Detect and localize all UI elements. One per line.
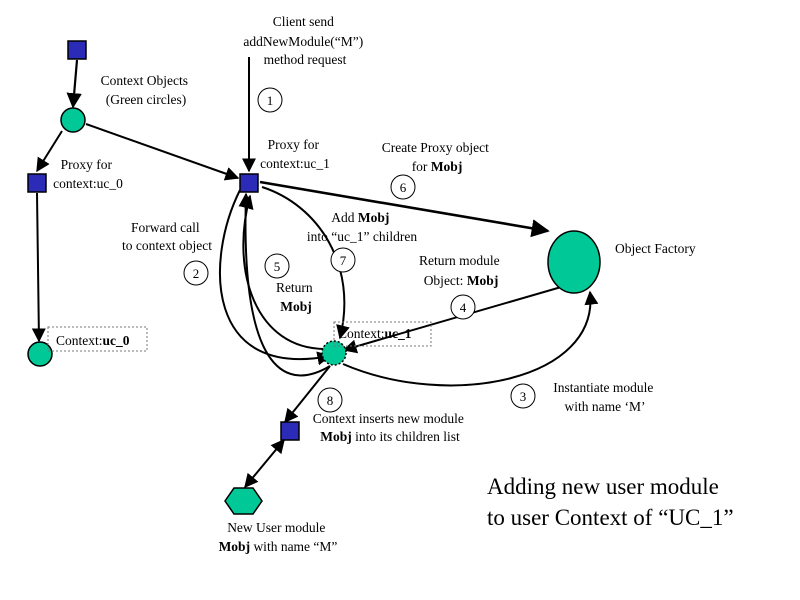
arrow-forward-call [219, 189, 332, 366]
return-mobj-label: Return Mobj [276, 280, 316, 314]
forward-call-label: Forward call to context object [122, 220, 212, 253]
instantiate-module-label: Instantiate module with name ‘M’ [553, 380, 656, 414]
step-4-number: 4 [460, 300, 467, 315]
arrow-instantiate-module [342, 290, 599, 387]
context-uc0-label: Context:uc_0 [56, 333, 130, 348]
diagram-title: Adding new user module to user Context o… [487, 474, 734, 530]
context-uc1-label-box [333, 321, 432, 347]
proxy-uc1-square [239, 173, 259, 193]
step-4-marker: 4 [450, 294, 476, 320]
arrow-proxy-uc1-to-object-factory [259, 180, 550, 238]
labels: Client send addNewModule(“M”) method req… [53, 14, 733, 554]
arrow-insert-square-to-new-module [244, 438, 285, 489]
arrow-add-mobj [261, 186, 350, 340]
step-8-number: 8 [327, 393, 334, 408]
step-3-number: 3 [520, 389, 527, 404]
client-send-label: Client send addNewModule(“M”) method req… [243, 14, 366, 67]
arrow-forward-start [238, 192, 331, 377]
step-markers: 1 2 3 4 5 6 7 8 [183, 87, 536, 413]
context-uc1-label: Context:uc_1 [338, 326, 412, 341]
context-uc1-circle [321, 340, 347, 366]
new-user-module-hexagon [224, 487, 263, 515]
create-proxy-label: Create Proxy object for Mobj [382, 140, 493, 174]
arrow-context-uc1-to-insert-square [284, 365, 331, 424]
object-factory-ellipse [547, 230, 601, 294]
arrow-top-square-to-context-circle [66, 59, 82, 109]
step-5-number: 5 [274, 259, 281, 274]
context-objects-label: Context Objects (Green circles) [101, 73, 192, 107]
proxy-uc0-square [27, 173, 47, 193]
step-1-marker: 1 [257, 87, 283, 113]
context-uc0-circle [27, 341, 53, 367]
new-user-module-label: New User module Mobj with name “M” [219, 520, 338, 554]
step-6-number: 6 [400, 180, 407, 195]
step-2-marker: 2 [183, 260, 209, 286]
insert-module-square [280, 421, 300, 441]
proxy-uc1-label: Proxy for context:uc_1 [260, 137, 330, 171]
return-module-label: Return module Object: Mobj [419, 253, 503, 288]
context-uc0-label-box [47, 326, 148, 352]
step-7-number: 7 [340, 253, 347, 268]
arrow-context-circle-to-proxy-uc1 [85, 123, 240, 181]
arrow-proxy-uc0-to-context-uc0 [31, 192, 46, 343]
step-1-number: 1 [267, 93, 274, 108]
step-5-marker: 5 [264, 253, 290, 279]
client-square [67, 40, 87, 60]
context-object-circle [60, 107, 86, 133]
object-factory-label: Object Factory [615, 241, 696, 256]
add-mobj-label: Add Mobj into “uc_1” children [307, 210, 417, 244]
step-3-marker: 3 [510, 383, 536, 409]
step-8-marker: 8 [317, 387, 343, 413]
context-inserts-label: Context inserts new module Mobj into its… [313, 411, 467, 444]
step-7-marker: 7 [330, 247, 356, 273]
step-6-marker: 6 [390, 174, 416, 200]
proxy-uc0-label: Proxy for context:uc_0 [53, 157, 123, 191]
step-2-number: 2 [193, 266, 200, 281]
arrow-context-circle-to-proxy-uc0 [36, 130, 63, 173]
nodes [27, 40, 601, 515]
connectors [31, 57, 599, 489]
